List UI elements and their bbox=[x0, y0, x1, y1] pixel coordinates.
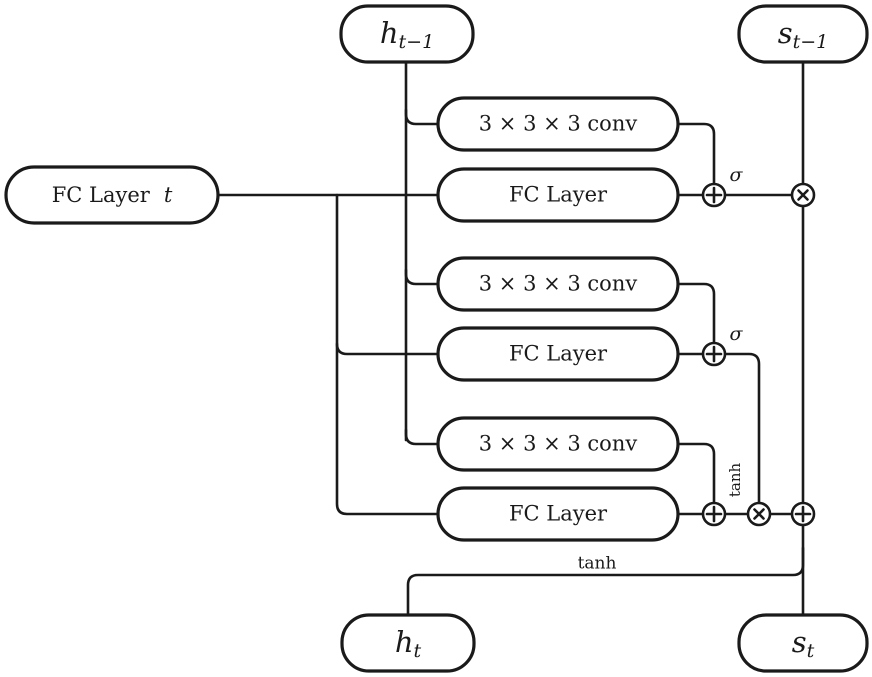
state-node-h-out-label: ht bbox=[395, 625, 422, 662]
gate-row-2-conv-shape bbox=[436, 256, 680, 312]
operator-add-2[interactable] bbox=[701, 341, 727, 367]
wire-h-prev-to-conv-3 bbox=[404, 428, 440, 446]
state-node-s-out-label: st bbox=[792, 625, 815, 662]
operator-add-4[interactable] bbox=[790, 501, 816, 527]
wire-conv-3-to-add-3 bbox=[676, 442, 716, 505]
gate-row-3-conv-shape bbox=[436, 416, 680, 472]
wire-layer bbox=[216, 60, 805, 617]
operator-add-1[interactable] bbox=[701, 182, 727, 208]
gate-row-2-fc-box[interactable]: FC Layer bbox=[436, 326, 680, 382]
state-node-s-prev-shape bbox=[737, 4, 869, 64]
wire-tanh-output-to-h-out bbox=[406, 546, 805, 617]
input-node-shape bbox=[4, 165, 220, 225]
edge-label-tanh-output: tanh bbox=[578, 554, 617, 574]
gate-row-2-conv-box[interactable]: 3 × 3 × 3 conv bbox=[436, 256, 680, 312]
state-node-h-prev-label: ht−1 bbox=[380, 16, 434, 53]
plus-icon bbox=[794, 505, 812, 523]
edge-label-sigma-1: σ bbox=[730, 164, 744, 186]
state-node-h-out[interactable]: ht bbox=[340, 613, 476, 673]
gate-row-2-fc-label: FC Layer bbox=[509, 342, 608, 366]
times-icon bbox=[753, 508, 765, 520]
wire-add-2-to-mul-2 bbox=[723, 352, 761, 505]
gate-row-3-fc-box[interactable]: FC Layer bbox=[436, 486, 680, 542]
gate-row-3-conv-label: 3 × 3 × 3 conv bbox=[479, 432, 638, 456]
times-icon bbox=[797, 189, 809, 201]
gate-row-3-fc-label: FC Layer bbox=[509, 502, 608, 526]
operator-multiply-1[interactable] bbox=[790, 182, 816, 208]
gate-row-3-fc-shape bbox=[436, 486, 680, 542]
gate-row-2-fc-shape bbox=[436, 326, 680, 382]
wire-conv-1-to-add-1 bbox=[676, 122, 716, 185]
operator-add-3[interactable] bbox=[701, 501, 727, 527]
state-node-h-out-shape bbox=[340, 613, 476, 673]
gate-row-1-fc-shape bbox=[436, 167, 680, 223]
state-node-h-prev-shape bbox=[339, 4, 475, 64]
state-node-s-out[interactable]: st bbox=[737, 613, 869, 673]
edge-label-sigma-2: σ bbox=[730, 323, 744, 345]
state-node-s-prev-label: st−1 bbox=[778, 16, 829, 53]
gate-row-2-conv-label: 3 × 3 × 3 conv bbox=[479, 272, 638, 296]
state-node-s-out-shape bbox=[737, 613, 869, 673]
gate-row-1-conv-label: 3 × 3 × 3 conv bbox=[479, 112, 638, 136]
gate-row-3-conv-box[interactable]: 3 × 3 × 3 conv bbox=[436, 416, 680, 472]
wire-h-prev-to-conv-1 bbox=[404, 108, 440, 126]
wire-h-prev-to-conv-2 bbox=[404, 268, 440, 286]
gate-row-1-fc-box[interactable]: FC Layer bbox=[436, 167, 680, 223]
gate-row-1-conv-shape bbox=[436, 96, 680, 152]
plus-icon bbox=[705, 345, 723, 363]
state-node-s-prev[interactable]: st−1 bbox=[737, 4, 869, 64]
wire-conv-2-to-add-2 bbox=[676, 282, 716, 345]
state-node-h-prev[interactable]: ht−1 bbox=[339, 4, 475, 64]
wire-input-bus-vertical bbox=[335, 193, 440, 516]
edge-label-tanh-gate: tanh bbox=[726, 463, 744, 498]
gate-row-1-fc-label: FC Layer bbox=[509, 183, 608, 207]
wire-input-to-fc-2 bbox=[335, 342, 440, 356]
plus-icon bbox=[705, 505, 723, 523]
gate-row-1-conv-box[interactable]: 3 × 3 × 3 conv bbox=[436, 96, 680, 152]
operator-multiply-2[interactable] bbox=[746, 501, 772, 527]
plus-icon bbox=[705, 186, 723, 204]
